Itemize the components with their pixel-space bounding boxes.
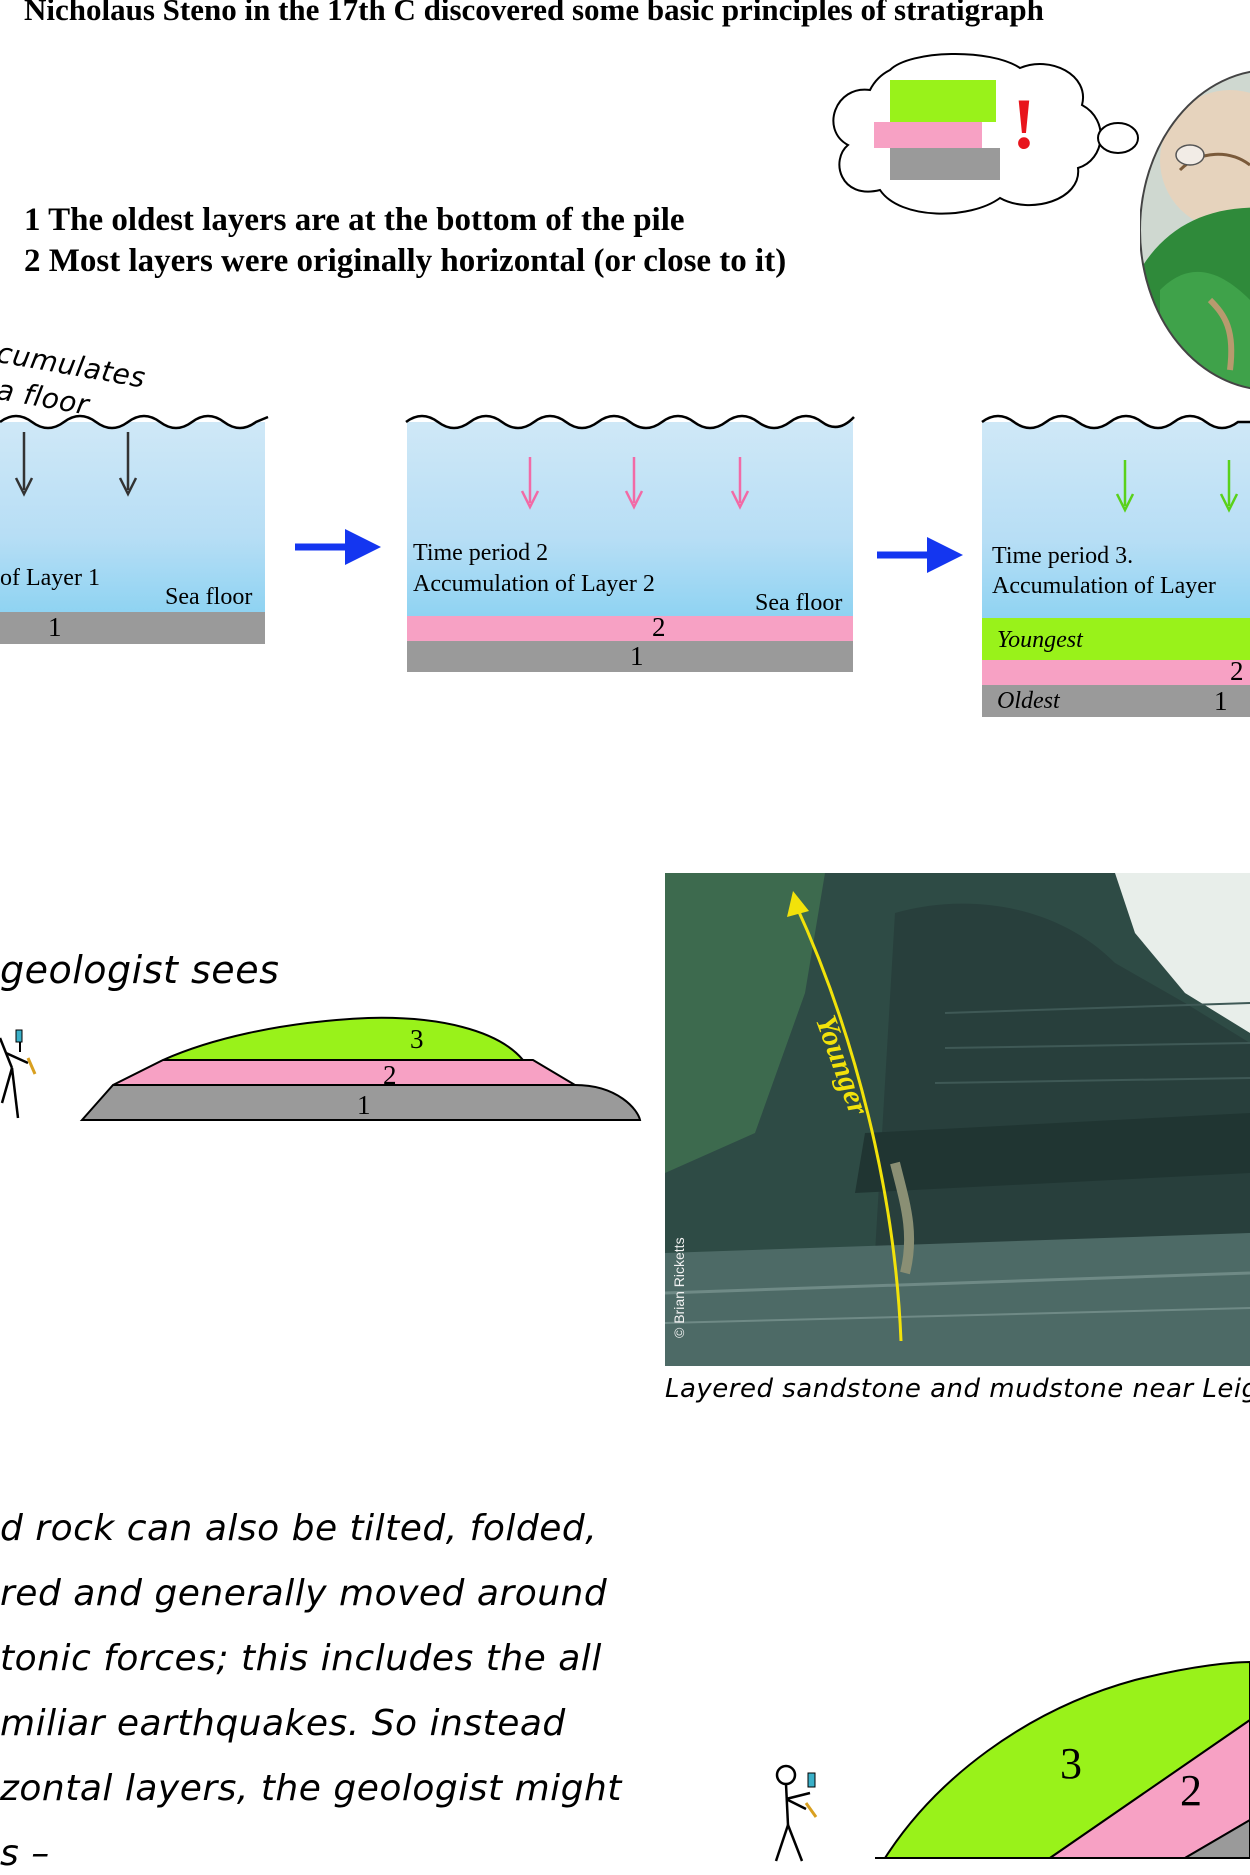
panel3-layer1 [982,685,1250,717]
panel2-layer1-num: 1 [630,641,644,671]
body-line-1: d rock can also be tilted, folded, [0,1508,598,1549]
photo-credit: © Brian Ricketts [671,1237,687,1338]
tilted-num-2: 2 [1180,1766,1202,1815]
panel3-layer3 [982,618,1250,660]
panel3-line1: Time period 3. [992,543,1134,569]
mound-num-3: 3 [410,1024,424,1054]
principle-1: 1 The oldest layers are at the bottom of… [24,202,685,238]
body-line-6: s – [0,1833,50,1874]
body-line-4: miliar earthquakes. So instead [0,1703,566,1744]
panel1-wave [0,414,269,430]
younger-arrow [793,902,903,1342]
bubble-gray-layer [890,148,1000,180]
principle-2: 2 Most layers were originally horizontal… [24,243,787,279]
panel3-sinking-arrows [1115,460,1239,513]
body-line-2: red and generally moved around [0,1573,608,1614]
panel3-layer2 [982,660,1250,685]
geologist-figure-left [0,1029,37,1119]
steno-portrait [1140,70,1250,390]
panel2-line2: Accumulation of Layer 2 [413,571,655,597]
panel2-seafloor: Sea floor [755,590,843,616]
mound-num-2: 2 [383,1060,397,1090]
panel3-wave [981,414,1250,430]
geologist-sees-text: geologist sees [0,948,280,992]
panel3-youngest-label: Youngest [997,627,1083,653]
panel2-line1: Time period 2 [413,540,549,566]
panel3-layer2-num: 2 [1230,656,1244,686]
panel2-water [407,422,853,616]
layered-mound [79,1016,642,1121]
arrow-panel2-to-panel3 [877,537,963,573]
bubble-pink-layer [874,122,982,148]
thought-bubble [832,52,1139,215]
tilted-layers [875,1660,1250,1859]
tilted-num-3: 3 [1060,1739,1082,1788]
panel1-layer1-num: 1 [48,612,62,642]
panel2-wave [405,414,855,430]
body-line-3: tonic forces; this includes the all [0,1638,602,1679]
photo-caption: Layered sandstone and mudstone near Leig… [665,1374,1250,1404]
panel1-water [0,422,265,612]
panel2-layer2 [407,616,853,641]
panel1-seafloor: Sea floor [165,584,253,610]
panel3-layer1-num: 1 [1214,686,1228,716]
geologist-figure-bottom [774,1764,818,1862]
panel1-layer1 [0,612,265,644]
panel3-line2: Accumulation of Layer [992,573,1216,599]
panel2-sinking-arrows [520,457,750,510]
panel3-water [982,422,1250,618]
panel2-layer1 [407,641,853,672]
panel1-layer-label: of Layer 1 [0,565,100,591]
arrow-panel1-to-panel2 [295,529,381,565]
exclamation-mark: ! [1012,84,1036,164]
rock-photo: Younger © Brian Ricketts [665,873,1250,1366]
body-line-5: zontal layers, the geologist might [0,1768,622,1809]
panel3-oldest-label: Oldest [997,688,1060,714]
mound-num-1: 1 [357,1090,371,1120]
panel1-sinking-arrows [14,432,138,497]
bubble-green-layer [890,80,996,122]
panel2-layer2-num: 2 [652,612,666,642]
page-title: Nicholaus Steno in the 17th C discovered… [24,0,1044,27]
